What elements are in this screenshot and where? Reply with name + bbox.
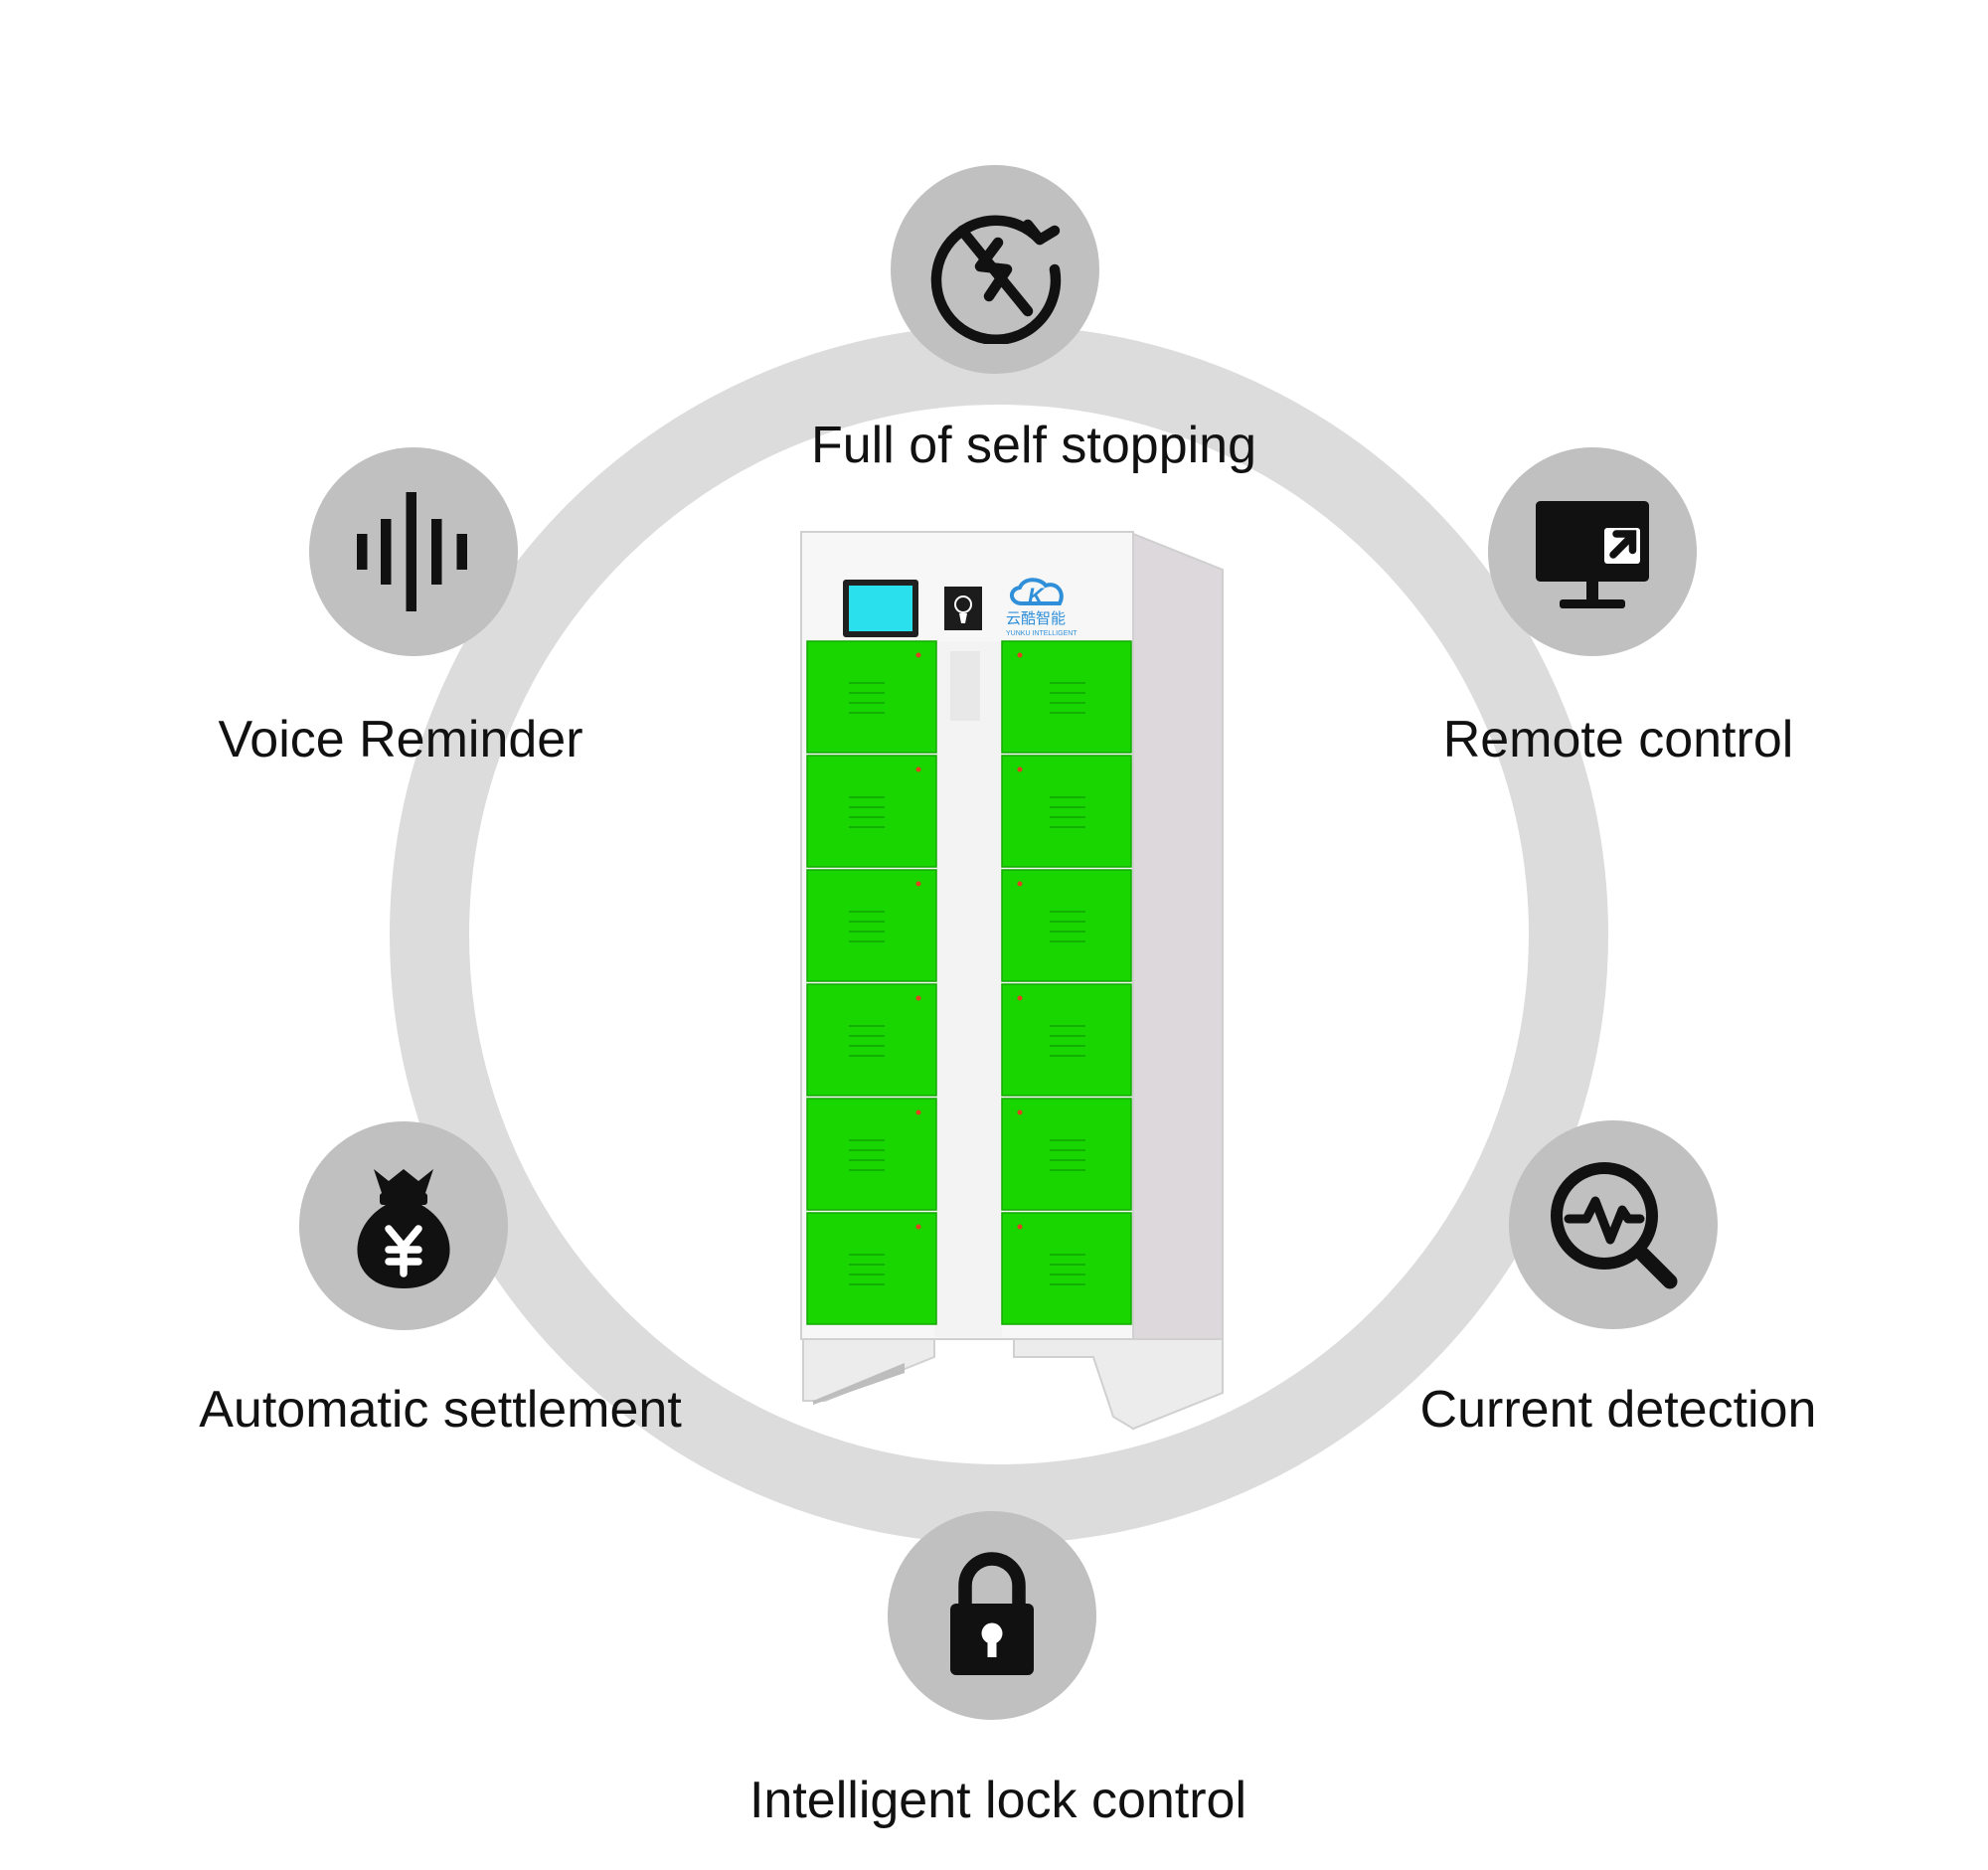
sound-wave-icon: [357, 492, 467, 611]
locker-lock-indicator: [1017, 995, 1023, 1001]
locker-door: [1001, 640, 1132, 754]
brand-name-en: YUNKU INTELLIGENT: [1006, 630, 1077, 637]
locker-lock-indicator: [915, 995, 921, 1001]
locker-lock-indicator: [1017, 1224, 1023, 1230]
charging-cabinet: K 云酷智能 YUNKU INTELLIGENT: [800, 531, 1224, 1431]
locker-door: [806, 640, 937, 754]
brand-name-cn: 云酷智能: [1006, 609, 1066, 627]
locker-door: [806, 983, 937, 1097]
locker-lock-indicator: [1017, 766, 1023, 772]
feature-node-voice: [309, 447, 518, 656]
locker-door: [1001, 869, 1132, 982]
locker-door: [1001, 755, 1132, 868]
locker-door: [1001, 1212, 1132, 1325]
feature-label-full-stop: Full of self stopping: [810, 417, 1257, 474]
locker-door: [806, 1098, 937, 1211]
locker-lock-indicator: [1017, 652, 1023, 658]
locker-door: [1001, 983, 1132, 1097]
monitor-remote-icon: [1536, 501, 1649, 608]
locker-lock-indicator: [1017, 881, 1023, 887]
locker-door: [806, 755, 937, 868]
locker-lock-indicator: [915, 652, 921, 658]
feature-label-lock: Intelligent lock control: [748, 1772, 1247, 1829]
locker-lock-indicator: [915, 881, 921, 887]
feature-label-remote: Remote control: [1442, 711, 1794, 768]
locker-lock-indicator: [915, 1224, 921, 1230]
locker-door: [1001, 1098, 1132, 1211]
feature-label-voice: Voice Reminder: [218, 711, 583, 768]
pulse-search-icon: [1551, 1162, 1678, 1289]
plug-stop-icon: [930, 215, 1062, 344]
feature-node-lock: [888, 1511, 1096, 1720]
locker-grid: [806, 640, 1132, 1325]
yuan-moneybag-icon: [357, 1169, 450, 1288]
feature-label-settlement: Automatic settlement: [199, 1381, 682, 1439]
locker-door: [806, 1212, 937, 1325]
padlock-icon: [950, 1552, 1034, 1675]
locker-door: [806, 869, 937, 982]
feature-label-current: Current detection: [1419, 1381, 1817, 1439]
locker-lock-indicator: [1017, 1109, 1023, 1115]
feature-node-current: [1509, 1120, 1718, 1329]
brand-logo-letter: K: [1028, 584, 1046, 608]
feature-node-remote: [1488, 447, 1697, 656]
locker-lock-indicator: [915, 1109, 921, 1115]
feature-node-full-stop: [891, 165, 1099, 374]
locker-lock-indicator: [915, 766, 921, 772]
feature-node-settlement: [299, 1121, 508, 1330]
